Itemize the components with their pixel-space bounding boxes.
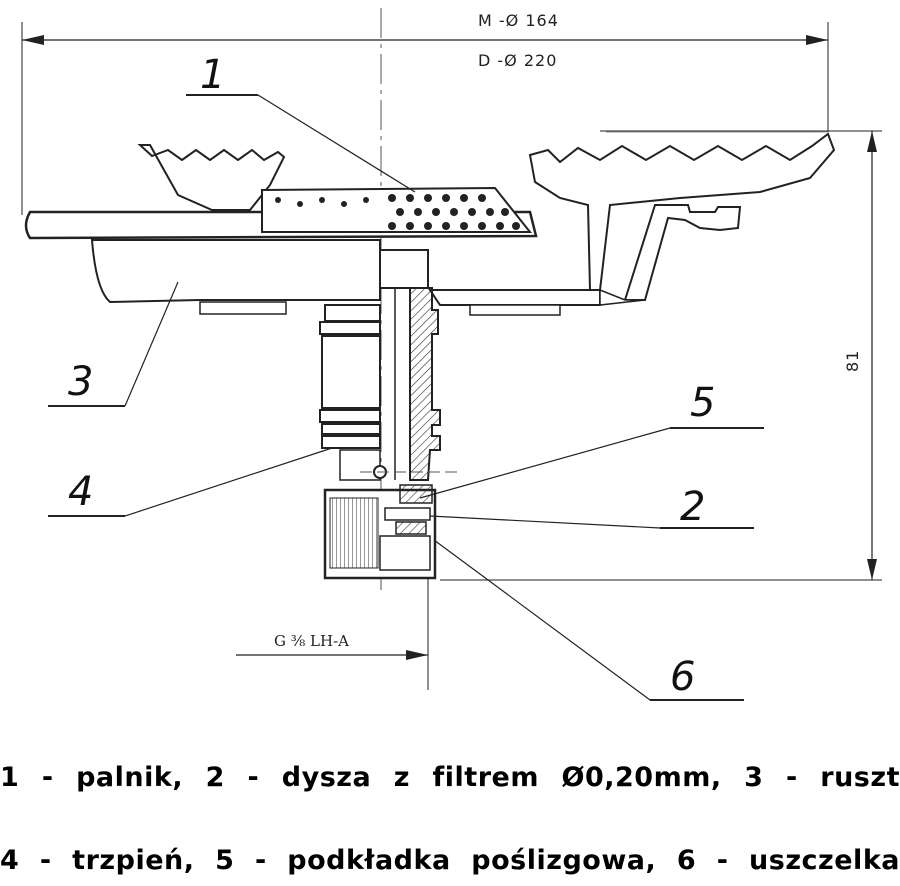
callout-5-number: 5 [690,380,715,426]
burner-cross-section-drawing: M -Ø 164 D -Ø 220 81 [21,8,882,701]
callout-4-number: 4 [68,469,93,515]
thread-dimension: G ⅜ LH-A [236,632,428,660]
callout-1: 1 [186,52,416,193]
legend-line-1: 1 - palnik, 2 - dysza z filtrem Ø0,20mm,… [0,762,900,793]
legend-line-2: 4 - trzpień, 5 - podkładka poślizgowa, 6… [0,845,900,876]
nozzle-fitting [323,484,437,690]
callout-4: 4 [48,447,333,517]
dimension-d-label: D -Ø 220 [478,51,557,70]
left-pan-support [137,144,286,211]
dimension-m-label: M -Ø 164 [478,11,559,30]
thread-label: G ⅜ LH-A [274,632,349,650]
callout-1-number: 1 [200,52,225,98]
height-label: 81 [843,350,862,372]
callout-3: 3 [48,281,179,407]
diameter-dimension: M -Ø 164 D -Ø 220 [21,11,829,215]
callout-6-number: 6 [670,654,695,700]
callout-2-number: 2 [680,484,705,530]
callout-5: 5 [419,380,764,499]
callout-3-number: 3 [68,359,93,405]
right-liner [599,204,742,306]
callout-2: 2 [429,484,754,530]
spindle-body [319,249,460,481]
burner-head [261,186,533,233]
height-dimension: 81 [440,130,882,581]
right-pan-support [528,131,836,291]
callout-6: 6 [433,539,744,701]
